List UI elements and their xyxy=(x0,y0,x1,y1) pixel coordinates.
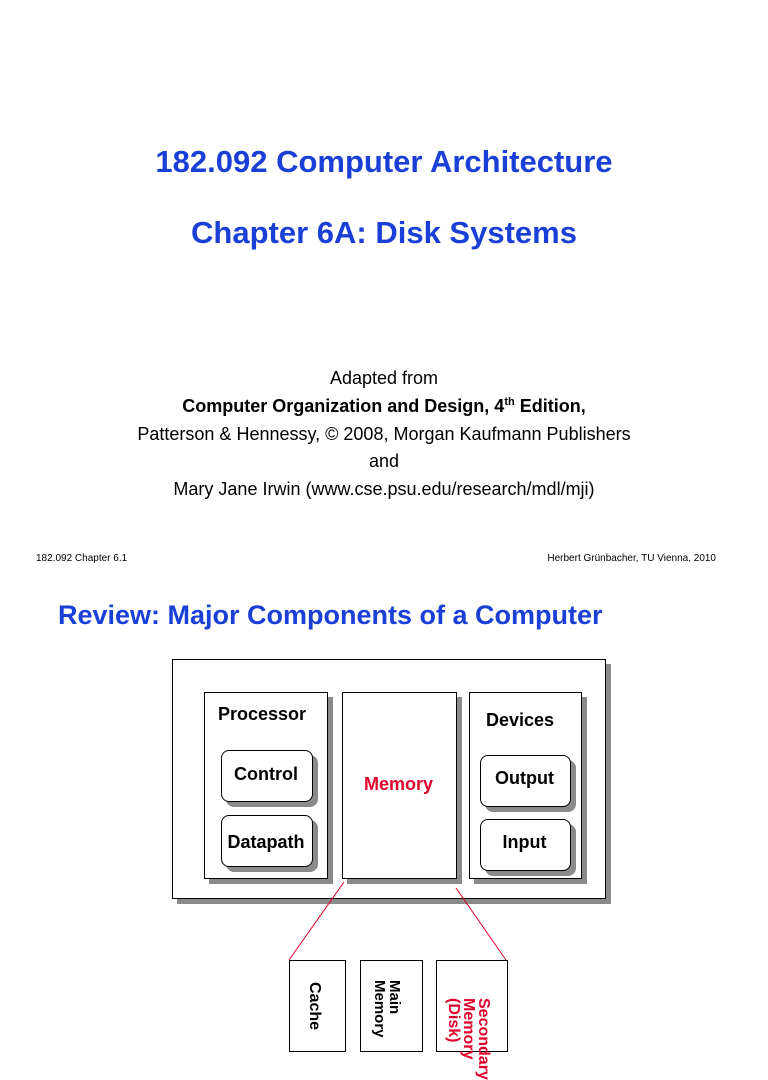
datapath-box xyxy=(221,815,313,867)
review-title: Review: Major Components of a Computer xyxy=(58,600,603,630)
credit-adapted-from: Adapted from xyxy=(329,368,439,388)
main-memory-label: Main Memory xyxy=(371,980,403,1038)
control-label: Control xyxy=(234,764,298,784)
memory-box xyxy=(342,692,457,879)
credit-book-edition: Edition, xyxy=(514,396,586,416)
datapath-label: Datapath xyxy=(227,832,305,852)
devices-label: Devices xyxy=(486,710,555,730)
chapter-title: Chapter 6A: Disk Systems xyxy=(191,215,577,250)
secondary-memory-label: Secondary Memory (Disk) xyxy=(445,998,492,1080)
input-label: Input xyxy=(502,832,547,852)
output-box xyxy=(480,755,571,807)
credit-irwin: Mary Jane Irwin (www.cse.psu.edu/researc… xyxy=(173,479,595,499)
memory-label: Memory xyxy=(363,774,434,794)
input-box xyxy=(480,819,571,871)
credit-book-name: Computer Organization and Design, 4 xyxy=(182,396,505,416)
footer-left: 182.092 Chapter 6.1 xyxy=(36,553,128,564)
control-box xyxy=(221,750,313,802)
output-label: Output xyxy=(495,768,554,788)
processor-label: Processor xyxy=(218,704,307,724)
footer-right: Herbert Grünbacher, TU Vienna, 2010 xyxy=(547,553,716,564)
cache-label: Cache xyxy=(306,982,323,1031)
credit-authors: Patterson & Hennessy, © 2008, Morgan Kau… xyxy=(137,424,631,444)
credit-book-title: Computer Organization and Design, 4th Ed… xyxy=(0,396,768,417)
course-title: 182.092 Computer Architecture xyxy=(155,144,613,179)
credit-book-sup: th xyxy=(504,396,515,408)
credit-and: and xyxy=(368,451,400,471)
